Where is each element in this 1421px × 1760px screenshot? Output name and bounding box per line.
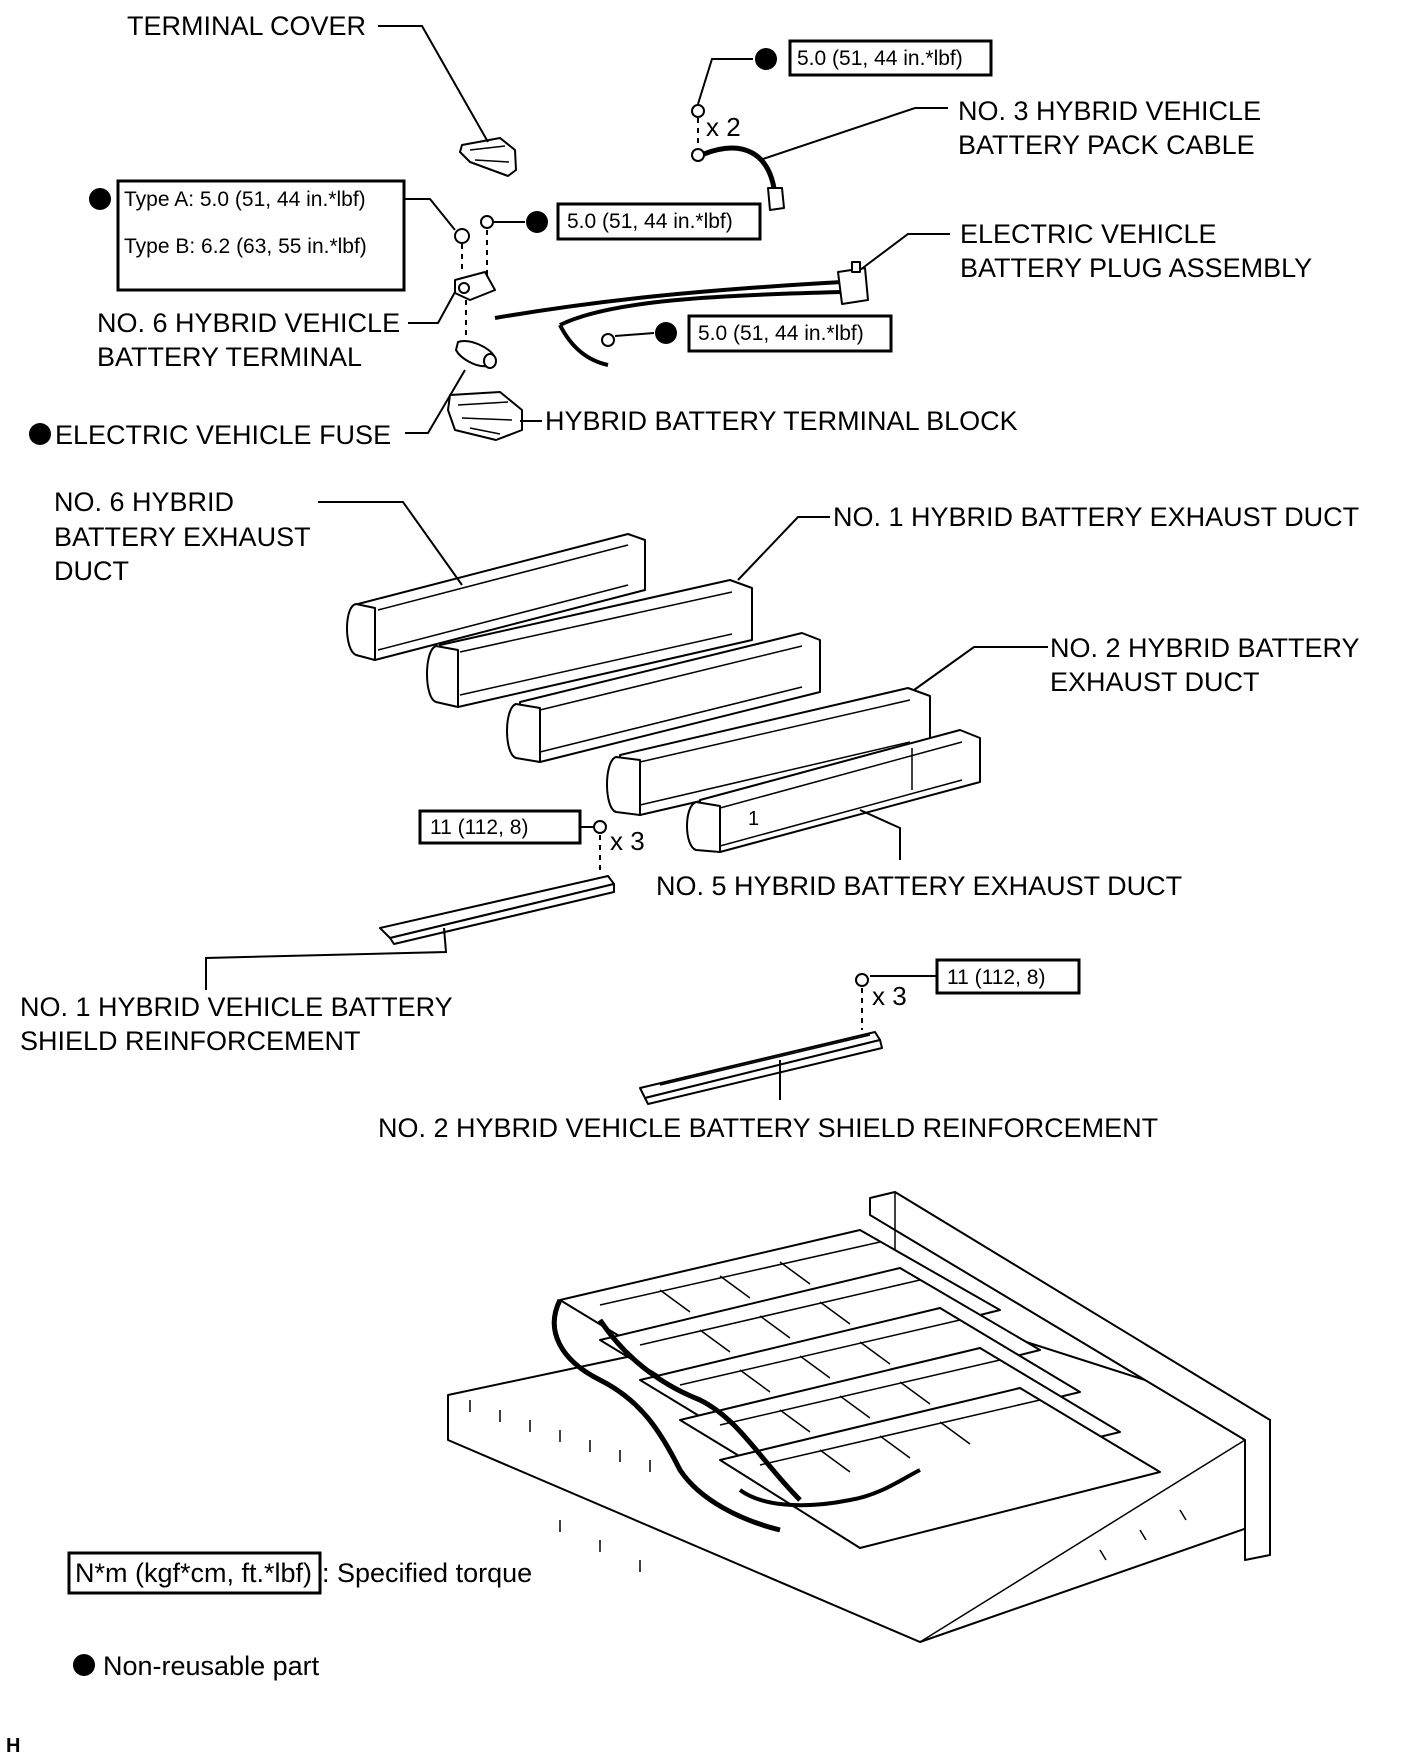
terminal-cover-part (459, 137, 517, 177)
no6-battery-terminal-part (454, 215, 496, 335)
shield1-bolt (593, 820, 607, 875)
label-no1-shield-line2: SHIELD REINFORCEMENT (20, 1026, 361, 1056)
qty-shield1-bolt: x 3 (610, 826, 645, 856)
label-no6-duct-line1: NO. 6 HYBRID (54, 487, 234, 517)
label-no6-terminal-line1: NO. 6 HYBRID VEHICLE (97, 308, 400, 338)
leader-no1-duct (737, 516, 830, 581)
leader-no6-terminal (408, 291, 456, 324)
label-ev-fuse: ELECTRIC VEHICLE FUSE (55, 420, 391, 450)
torque-box-cable-nut (788, 39, 993, 77)
leader-no6-duct (318, 501, 463, 586)
label-no6-duct-line3: DUCT (54, 556, 129, 586)
torque-terminal-nut: 5.0 (51, 44 in.*lbf) (567, 210, 733, 233)
shield2-bolt (855, 973, 869, 1030)
torque-shield1-bolt: 11 (112, 8) (430, 816, 528, 839)
non-reusable-marker-plug-nut (655, 322, 677, 344)
label-terminal-cover: TERMINAL COVER (127, 11, 366, 41)
label-no3-cable-line2: BATTERY PACK CABLE (958, 130, 1255, 160)
no5-exhaust-duct-part: 1 (686, 729, 981, 853)
no6-exhaust-duct-part (346, 533, 646, 661)
figure-code: H (6, 1735, 20, 1757)
legend-torque-unit: N*m (kgf*cm, ft.*lbf) (75, 1558, 312, 1588)
duct-mark-1: 1 (748, 808, 759, 830)
leader-no3-cable (759, 107, 948, 161)
leader-ev-plug (859, 233, 950, 271)
leader-terminal-cover (378, 25, 489, 143)
no2-shield-reinforcement-part (639, 1031, 883, 1105)
non-reusable-marker-fuse (29, 423, 51, 445)
label-no6-terminal-line2: BATTERY TERMINAL (97, 342, 362, 372)
leader-ev-fuse (405, 369, 466, 434)
leader-no2-duct (913, 646, 1048, 691)
middle-exhaust-duct-part (506, 632, 821, 763)
legend-non-reusable-text: Non-reusable part (103, 1651, 320, 1681)
non-reusable-marker-terminal-nut (526, 211, 548, 233)
leader-no1-shield (205, 927, 448, 990)
non-reusable-marker-cable-nut (755, 48, 777, 70)
qty-shield2-bolt: x 3 (872, 981, 907, 1011)
ev-battery-plug-assembly-part (494, 261, 869, 367)
non-reusable-marker-terminal-bolt (89, 188, 111, 210)
no2-exhaust-duct-part (606, 687, 931, 816)
leader-no5-duct (859, 809, 901, 860)
legend-torque-box (67, 1551, 322, 1595)
terminal-block-part (447, 391, 523, 441)
qty-cable-nut: x 2 (706, 112, 741, 142)
label-no2-shield: NO. 2 HYBRID VEHICLE BATTERY SHIELD REIN… (378, 1113, 1158, 1143)
torque-box-terminal-bolt (116, 179, 406, 292)
label-no1-duct: NO. 1 HYBRID BATTERY EXHAUST DUCT (833, 502, 1359, 532)
label-no3-cable-line1: NO. 3 HYBRID VEHICLE (958, 96, 1261, 126)
torque-box-plug-nut (687, 314, 893, 353)
label-terminal-block: HYBRID BATTERY TERMINAL BLOCK (545, 406, 1018, 436)
label-no6-duct-line2: BATTERY EXHAUST (54, 522, 311, 552)
label-ev-plug-line1: ELECTRIC VEHICLE (960, 219, 1217, 249)
label-no2-duct-line2: EXHAUST DUCT (1050, 667, 1260, 697)
hybrid-battery-assembly (447, 1191, 1271, 1643)
torque-box-terminal-nut (556, 202, 762, 241)
no3-battery-pack-cable-part (691, 104, 785, 211)
torque-terminal-type-a: Type A: 5.0 (51, 44 in.*lbf) (124, 188, 366, 211)
label-no5-duct: NO. 5 HYBRID BATTERY EXHAUST DUCT (656, 871, 1182, 901)
torque-terminal-type-b: Type B: 6.2 (63, 55 in.*lbf) (124, 235, 367, 258)
no1-exhaust-duct-part (426, 579, 753, 708)
no1-shield-reinforcement-part (379, 875, 615, 945)
torque-cable-nut: 5.0 (51, 44 in.*lbf) (797, 47, 963, 70)
legend-non-reusable-marker (73, 1654, 95, 1676)
torque-plug-nut: 5.0 (51, 44 in.*lbf) (698, 322, 864, 345)
label-no2-duct-line1: NO. 2 HYBRID BATTERY (1050, 633, 1360, 663)
torque-shield2-bolt: 11 (112, 8) (947, 966, 1045, 989)
label-no1-shield-line1: NO. 1 HYBRID VEHICLE BATTERY (20, 992, 453, 1022)
legend-torque-text: : Specified torque (322, 1558, 532, 1588)
ev-fuse-part (455, 340, 497, 369)
label-ev-plug-line2: BATTERY PLUG ASSEMBLY (960, 253, 1312, 283)
